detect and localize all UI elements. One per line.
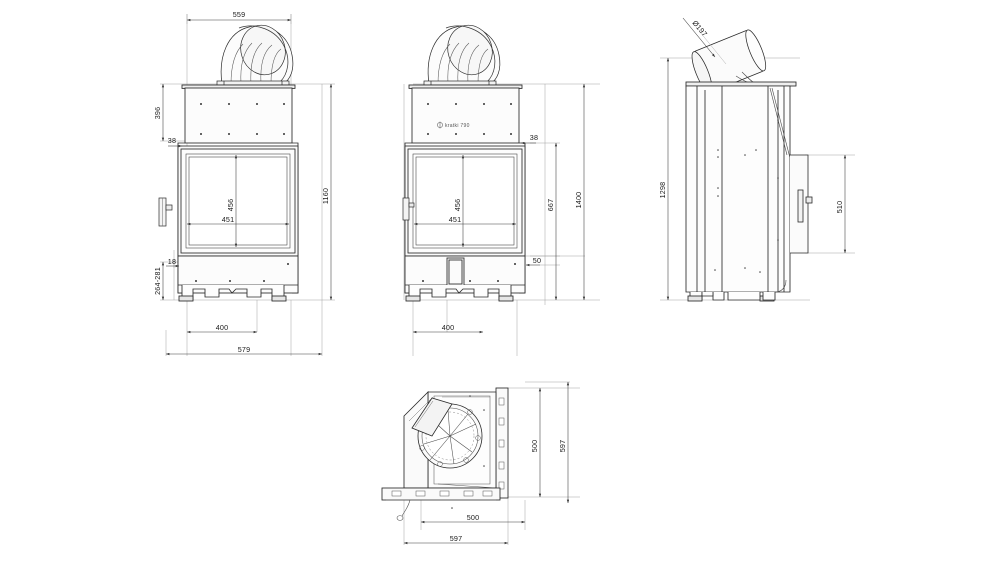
side-view: Ø197 [658, 17, 855, 302]
dimension-label: 500 [467, 513, 480, 522]
dimension-label: 38 [530, 133, 538, 142]
dimension-label: 510 [835, 201, 844, 214]
dimension-label: 667 [546, 199, 555, 212]
dimension-label: 579 [238, 345, 251, 354]
dimension-label: 500 [530, 440, 539, 453]
dimension-label: 264-281 [153, 267, 162, 295]
dimension-label: 18 [168, 257, 176, 266]
dimension-label: 1400 [574, 192, 583, 209]
dimension-label: 559 [233, 10, 246, 19]
dimension-label: 597 [450, 534, 463, 543]
plan-view: 500 597 500 597 [381, 381, 580, 545]
dimension-label: Ø197 [691, 18, 710, 38]
brand-logo-text: kratki 790 [445, 123, 470, 129]
dimension-label: 1298 [658, 182, 667, 199]
dimension-label: 451 [222, 215, 235, 224]
dimension-label: 396 [153, 107, 162, 120]
dimension-label: 400 [442, 323, 455, 332]
brand-logo: kratki 790 [437, 121, 470, 129]
dimension-label: 597 [558, 440, 567, 453]
dimension-label: 456 [226, 199, 235, 212]
dimension-label: 1160 [321, 188, 330, 204]
front-view: 559 396 38 456 451 1160 18 264-281 400 5… [153, 10, 335, 356]
dimension-label: 400 [216, 323, 229, 332]
dimension-label: 38 [168, 136, 176, 145]
dimension-label: 451 [449, 215, 462, 224]
front-view-2: kratki 790 [402, 24, 600, 356]
dimension-label: 50 [533, 256, 541, 265]
dimension-label: 456 [453, 199, 462, 212]
